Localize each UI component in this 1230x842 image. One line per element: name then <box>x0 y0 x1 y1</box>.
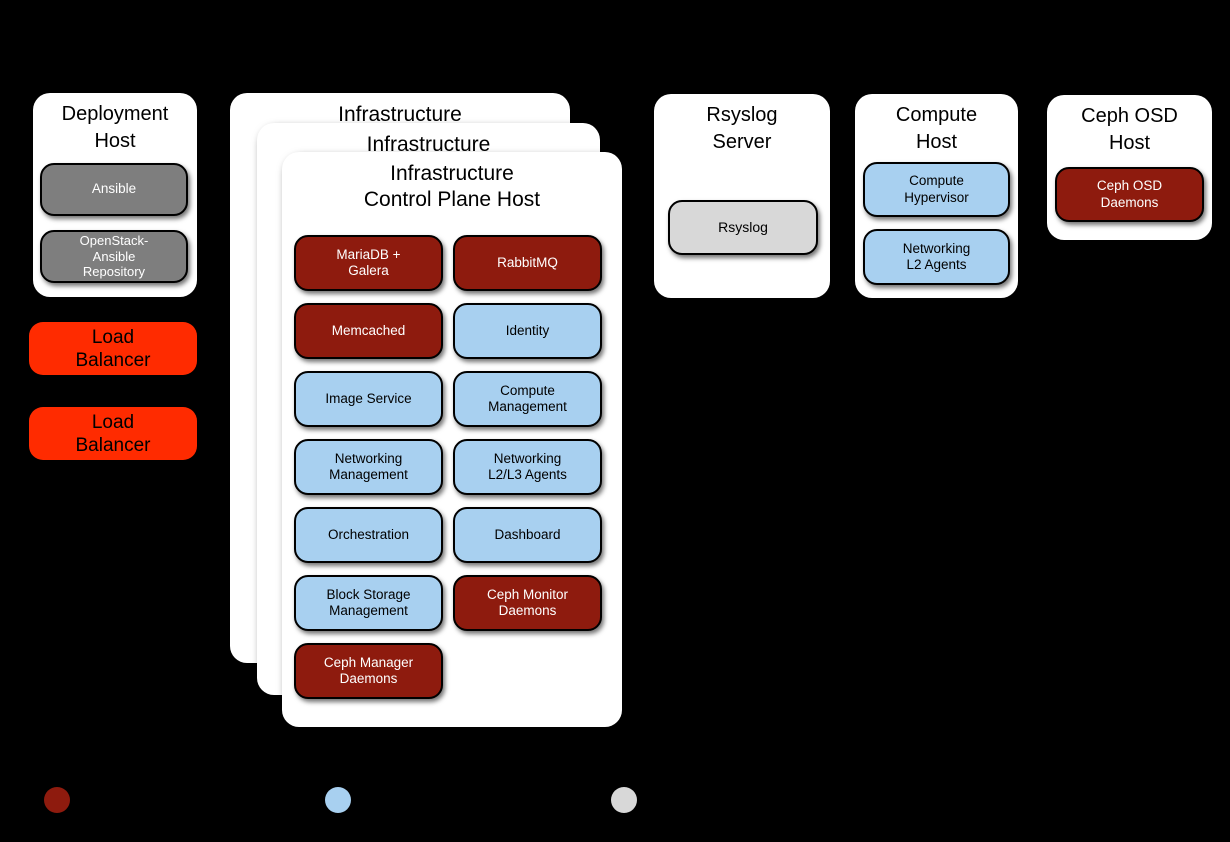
ceph-osd-daemons-label: Ceph OSD Daemons <box>1096 178 1163 210</box>
load-balancer-label-1: Load Balancer <box>75 326 151 371</box>
deployment-host-title: Deployment Host <box>61 103 169 152</box>
load-balancer-box-2: Load Balancer <box>29 407 197 460</box>
service-box-networking-management: Networking Management <box>294 439 443 495</box>
rsyslog-server-card: Rsyslog Server Rsyslog <box>654 94 830 298</box>
infrastructure-card-front: Infrastructure Control Plane Host MariaD… <box>282 152 622 727</box>
service-box-networking-l2-l3-agents: Networking L2/L3 Agents <box>453 439 602 495</box>
ansible-box: Ansible <box>40 163 188 216</box>
networking-l2-agents-box: Networking L2 Agents <box>863 229 1010 285</box>
service-box-mariadb-galera: MariaDB + Galera <box>294 235 443 291</box>
service-box-ceph-manager-daemons: Ceph Manager Daemons <box>294 643 443 699</box>
compute-host-title: Compute Host <box>895 104 978 153</box>
load-balancer-box-1: Load Balancer <box>29 322 197 375</box>
ceph-osd-host-title: Ceph OSD Host <box>1081 105 1178 154</box>
deployment-host-card: Deployment Host Ansible OpenStack- Ansib… <box>33 93 197 297</box>
ceph-osd-host-card: Ceph OSD Host Ceph OSD Daemons <box>1047 95 1212 240</box>
service-label: Ceph Monitor Daemons <box>486 586 569 619</box>
infrastructure-middle-title: Infrastructure <box>366 133 491 156</box>
service-box-block-storage-management: Block Storage Management <box>294 575 443 631</box>
load-balancer-label-2: Load Balancer <box>75 411 151 456</box>
ceph-osd-daemons-box: Ceph OSD Daemons <box>1055 167 1204 222</box>
infrastructure-back-title: Infrastructure <box>338 103 462 126</box>
service-label: Orchestration <box>327 526 410 542</box>
service-label: Identity <box>505 322 550 338</box>
service-box-ceph-monitor-daemons: Ceph Monitor Daemons <box>453 575 602 631</box>
service-label: RabbitMQ <box>497 254 558 270</box>
legend-blue-dot <box>325 787 351 813</box>
rsyslog-box: Rsyslog <box>668 200 818 255</box>
legend-gray-dot <box>611 787 637 813</box>
rsyslog-label: Rsyslog <box>718 219 768 236</box>
service-label: Image Service <box>325 390 412 406</box>
service-box-rabbitmq: RabbitMQ <box>453 235 602 291</box>
service-label: Dashboard <box>494 526 561 542</box>
service-label: Networking Management <box>329 450 408 483</box>
compute-hypervisor-box: Compute Hypervisor <box>863 162 1010 217</box>
service-box-image-service: Image Service <box>294 371 443 427</box>
networking-l2-agents-label: Networking L2 Agents <box>902 240 971 273</box>
service-box-compute-management: Compute Management <box>453 371 602 427</box>
openstack-ansible-repository-box: OpenStack- Ansible Repository <box>40 230 188 283</box>
ansible-label: Ansible <box>91 181 137 197</box>
service-box-memcached: Memcached <box>294 303 443 359</box>
service-label: Block Storage Management <box>326 586 411 619</box>
service-box-identity: Identity <box>453 303 602 359</box>
service-label: Networking L2/L3 Agents <box>488 450 567 483</box>
infrastructure-front-title: Infrastructure Control Plane Host <box>363 162 541 211</box>
service-label: Ceph Manager Daemons <box>323 654 414 687</box>
openstack-ansible-repository-label: OpenStack- Ansible Repository <box>79 233 149 280</box>
rsyslog-server-title: Rsyslog Server <box>706 104 778 153</box>
compute-hypervisor-label: Compute Hypervisor <box>904 173 969 205</box>
compute-host-card: Compute Host Compute Hypervisor Networki… <box>855 94 1018 298</box>
service-label: Memcached <box>331 322 406 338</box>
service-box-orchestration: Orchestration <box>294 507 443 563</box>
legend-maroon-dot <box>44 787 70 813</box>
service-label: MariaDB + Galera <box>336 246 401 279</box>
service-box-dashboard: Dashboard <box>453 507 602 563</box>
service-label: Compute Management <box>488 382 567 415</box>
